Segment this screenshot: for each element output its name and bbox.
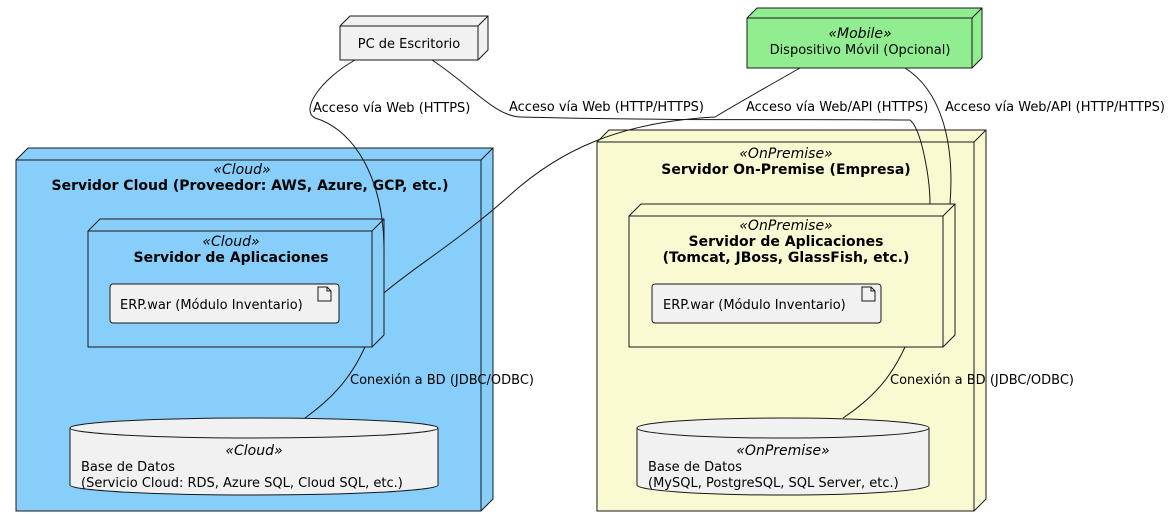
cloud-app-stereotype: «Cloud» xyxy=(202,234,259,250)
cloud-server-title: Servidor Cloud (Proveedor: AWS, Azure, G… xyxy=(51,178,448,194)
pc-node: PC de Escritorio xyxy=(339,15,489,61)
mobile-stereotype: «Mobile» xyxy=(828,26,891,42)
cloud-db-stereotype: «Cloud» xyxy=(225,443,282,459)
cloud-app-title: Servidor de Aplicaciones xyxy=(134,250,329,266)
onprem-artifact-label: ERP.war (Módulo Inventario) xyxy=(663,298,846,313)
mobile-title: Dispositivo Móvil (Opcional) xyxy=(770,43,951,58)
onprem-app-title-line1: Servidor de Aplicaciones xyxy=(689,234,884,250)
cloud-artifact-label: ERP.war (Módulo Inventario) xyxy=(120,298,303,313)
cloud-server-stereotype: «Cloud» xyxy=(213,162,270,178)
onprem-app-stereotype: «OnPremise» xyxy=(739,218,832,234)
edge-pc-to-cloud-app xyxy=(309,59,385,256)
onprem-db-line2: (MySQL, PostgreSQL, SQL Server, etc.) xyxy=(648,476,899,491)
edge-label-pc-cloud: Acceso vía Web (HTTPS) xyxy=(313,101,470,116)
cloud-database: «Cloud» Base de Datos (Servicio Cloud: R… xyxy=(69,417,439,496)
edge-mobile-to-cloud-app xyxy=(383,67,801,294)
edge-label-onprem-db: Conexión a BD (JDBC/ODBC) xyxy=(890,373,1074,388)
onprem-app-server-node: «OnPremise» Servidor de Aplicaciones (To… xyxy=(628,203,956,348)
cloud-artifact: ERP.war (Módulo Inventario) xyxy=(109,283,340,324)
onprem-server-title: Servidor On-Premise (Empresa) xyxy=(661,162,910,178)
onprem-db-stereotype: «OnPremise» xyxy=(736,443,829,459)
onprem-artifact: ERP.war (Módulo Inventario) xyxy=(651,283,882,324)
onprem-app-title-line2: (Tomcat, JBoss, GlassFish, etc.) xyxy=(663,250,910,266)
edge-label-cloud-db: Conexión a BD (JDBC/ODBC) xyxy=(350,373,534,388)
onprem-db-line1: Base de Datos xyxy=(648,460,742,475)
edge-label-mobile-cloud: Acceso vía Web/API (HTTPS) xyxy=(746,100,928,115)
cloud-app-server-node: «Cloud» Servidor de Aplicaciones xyxy=(87,218,385,348)
edge-pc-to-onprem-app xyxy=(431,59,931,205)
cloud-db-line2: (Servicio Cloud: RDS, Azure SQL, Cloud S… xyxy=(81,476,403,491)
edge-mobile-to-onprem-app xyxy=(904,67,952,205)
edge-label-mobile-onprem: Acceso vía Web/API (HTTP/HTTPS) xyxy=(945,100,1165,115)
onprem-server-stereotype: «OnPremise» xyxy=(739,146,832,162)
artifact-icon xyxy=(317,286,332,302)
edge-onprem-app-to-db xyxy=(842,346,906,419)
onprem-database: «OnPremise» Base de Datos (MySQL, Postgr… xyxy=(636,417,930,496)
edge-cloud-app-to-db xyxy=(304,346,366,419)
cloud-db-line1: Base de Datos xyxy=(81,460,175,475)
artifact-icon xyxy=(861,286,876,302)
pc-title: PC de Escritorio xyxy=(358,37,461,52)
edge-label-pc-onprem: Acceso vía Web (HTTP/HTTPS) xyxy=(509,100,704,115)
mobile-node: «Mobile» Dispositivo Móvil (Opcional) xyxy=(746,7,983,69)
